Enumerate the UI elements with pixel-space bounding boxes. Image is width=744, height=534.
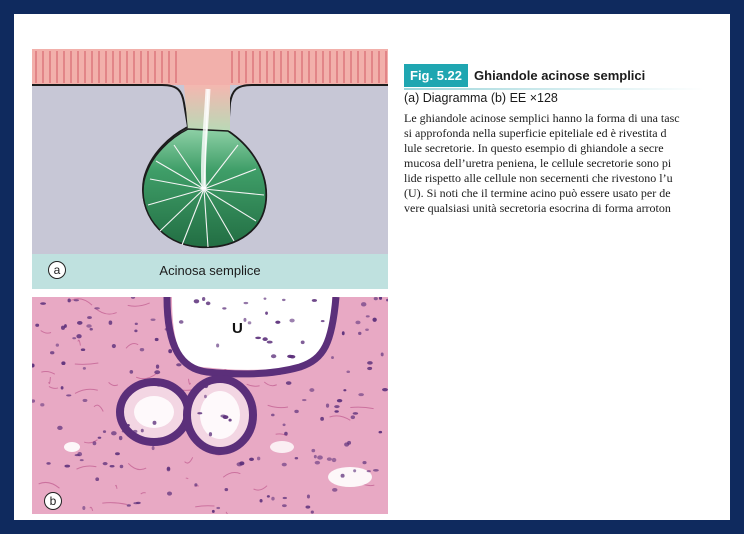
body-line: lide rispetto alle cellule non secernent… — [404, 171, 730, 186]
body-line: Le ghiandole acinose semplici hanno la f… — [404, 111, 730, 126]
figure-subtitle: (a) Diagramma (b) EE ×128 — [404, 91, 558, 105]
figure-body-text: Le ghiandole acinose semplici hanno la f… — [404, 111, 730, 216]
figure-heading: Fig. 5.22 Ghiandole acinose semplici — [404, 62, 645, 88]
figure-number: Fig. 5.22 — [404, 64, 468, 87]
body-line: vere qualsiasi unità secretoria esocrina… — [404, 201, 730, 216]
lumen-marker: U — [232, 320, 243, 337]
micrograph-panel: U b — [32, 297, 388, 514]
histology-micrograph: U — [32, 297, 388, 514]
urethral-lumen — [172, 297, 332, 370]
body-line: mucosa dell’uretra peniena, le cellule s… — [404, 156, 730, 171]
diagram-panel: a Acinosa semplice — [32, 49, 388, 289]
figure-title: Ghiandole acinose semplici — [474, 68, 645, 83]
acinar-gland-diagram — [32, 49, 388, 289]
diagram-caption: Acinosa semplice — [32, 263, 388, 278]
heading-rule — [404, 88, 704, 90]
body-line: lule secretorie. In questo esempio di gh… — [404, 141, 730, 156]
panel-b-label: b — [44, 492, 62, 510]
body-line: (U). Si noti che il termine acino può es… — [404, 186, 730, 201]
body-line: si approfonda nella superficie epitelial… — [404, 126, 730, 141]
page: a Acinosa semplice U b Fig. 5.22 Ghiando… — [14, 14, 730, 520]
